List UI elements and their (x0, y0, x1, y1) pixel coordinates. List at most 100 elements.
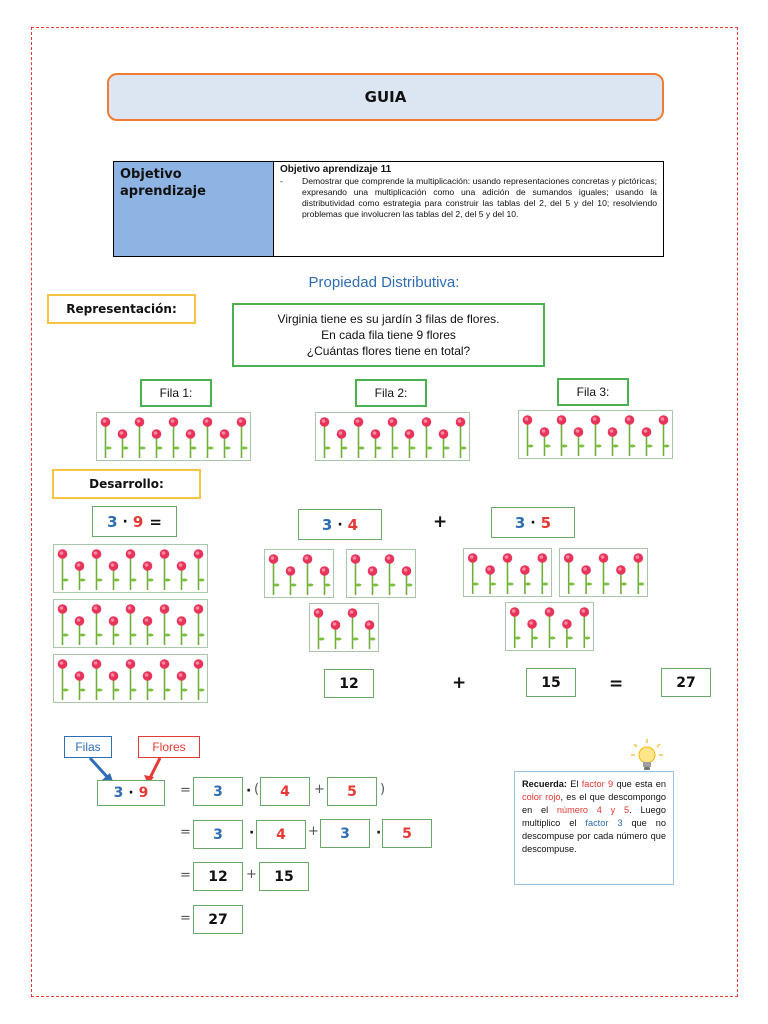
flower-icon (159, 659, 171, 700)
flower-icon (302, 554, 314, 595)
flower-icon (91, 604, 103, 645)
flower-icon (467, 553, 479, 594)
factor-5: 5 (540, 513, 552, 532)
flower-icon (202, 417, 214, 458)
objective-content: Objetivo aprendizaje 11 - Demostrar que … (274, 162, 663, 256)
flower-icon (350, 554, 362, 595)
arrow-head-icon (144, 775, 154, 784)
flower-icon (607, 427, 619, 456)
flower-icon (74, 671, 86, 700)
result-12: 12 (324, 669, 374, 698)
fila-1-label: Fila 1: (140, 379, 212, 407)
times-sign: · (337, 516, 343, 533)
factor-3: 3 (514, 513, 526, 532)
flower-row-5b (559, 548, 648, 597)
flower-icon (336, 429, 348, 458)
expr-3x4: 3 · 4 (298, 509, 382, 540)
factor-3: 3 (113, 785, 124, 801)
factor-4: 4 (347, 515, 359, 534)
step3-15: 15 (259, 862, 309, 891)
flower-icon (367, 566, 379, 595)
step2-3b: 3 (320, 819, 370, 848)
flower-icon (581, 565, 593, 594)
page-title: GUIA (107, 73, 664, 121)
flower-icon (285, 566, 297, 595)
flower-icon (74, 616, 86, 645)
flower-row-2 (315, 412, 470, 461)
plus-sign: + (452, 673, 467, 693)
flowers-graphic (313, 608, 376, 649)
note-text: . Luego multiplico el (522, 805, 666, 828)
flower-icon (658, 415, 670, 456)
flower-icon (125, 659, 137, 700)
flower-icon (509, 607, 521, 648)
flower-icon (108, 561, 120, 590)
desarrollo-label: Desarrollo: (52, 469, 201, 499)
note-text: , es el que descompongo en el (522, 792, 666, 815)
page-border (31, 27, 738, 997)
close-paren: ) (380, 782, 386, 797)
flower-icon (616, 565, 627, 594)
flower-icon (404, 429, 416, 458)
lightbulb-icon (631, 739, 663, 770)
flower-icon (522, 415, 534, 456)
flower-icon (57, 604, 69, 645)
flower-icon (91, 659, 103, 700)
flower-icon (364, 620, 376, 649)
flowers-graphic (350, 554, 413, 595)
flower-icon (330, 620, 342, 649)
flower-icon (313, 608, 325, 649)
times-sign: · (376, 825, 382, 841)
times-sign: · (122, 513, 128, 530)
representacion-label: Representación: (47, 294, 196, 324)
flower-icon (598, 553, 610, 594)
flower-icon (579, 607, 591, 648)
flower-row-9b (53, 599, 208, 648)
flower-icon (142, 561, 154, 590)
flower-icon (455, 417, 467, 458)
flower-icon (74, 561, 86, 590)
objective-table: Objetivo aprendizaje Objetivo aprendizaj… (113, 161, 664, 257)
flower-icon (57, 659, 69, 700)
flower-icon (193, 659, 205, 700)
flower-row-5c (505, 602, 594, 651)
flower-icon (193, 549, 205, 590)
flowers-graphic (509, 607, 591, 648)
times-sign: · (246, 783, 252, 799)
flowers-graphic (467, 553, 549, 594)
result-27: 27 (661, 668, 711, 697)
factor-9: 9 (138, 785, 149, 801)
objective-text: Demostrar que comprende la multiplicació… (302, 176, 657, 219)
flower-icon (176, 616, 188, 645)
flowers-graphic (57, 549, 205, 590)
equals-sign: = (180, 911, 191, 926)
flower-icon (485, 565, 497, 594)
flower-icon (527, 619, 539, 648)
arrow-icon (148, 757, 162, 779)
note-red: factor 9 (581, 779, 614, 789)
note-red: color rojo (522, 792, 561, 802)
times-sign: · (128, 785, 134, 801)
flower-icon (236, 417, 248, 458)
equals-sign: = (180, 868, 191, 883)
flower-icon (176, 671, 188, 700)
note-red: número 4 y 5 (556, 805, 630, 815)
objective-item: - Demostrar que comprende la multiplicac… (280, 176, 657, 220)
flower-row-3 (518, 410, 673, 459)
note-text: El (566, 779, 582, 789)
flower-icon (151, 429, 163, 458)
flower-icon (539, 427, 551, 456)
factor-9: 9 (132, 512, 144, 531)
factor-3: 3 (107, 512, 118, 531)
flower-icon (401, 566, 413, 595)
flower-row-1 (96, 412, 251, 461)
flower-icon (142, 616, 154, 645)
step1-4: 4 (260, 777, 310, 806)
equals-sign: = (180, 783, 191, 798)
flower-icon (268, 554, 280, 595)
flower-icon (421, 417, 433, 458)
filas-tag: Filas (64, 736, 112, 758)
flower-icon (544, 607, 556, 648)
flower-icon (641, 427, 653, 456)
step2-3a: 3 (193, 820, 243, 849)
